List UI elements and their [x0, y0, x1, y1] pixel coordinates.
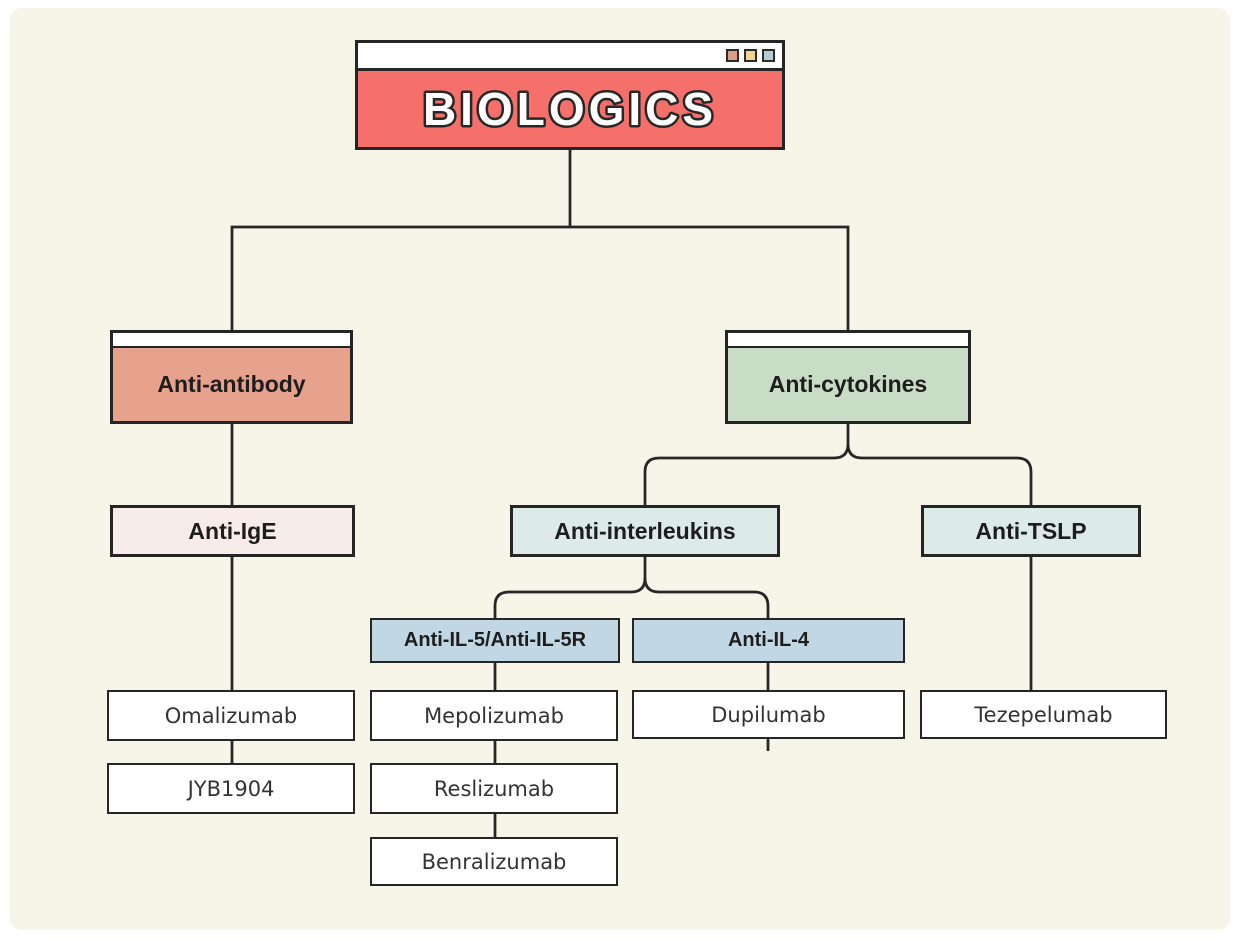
node-anti-ige: Anti-IgE [110, 505, 355, 557]
node-jyb1904: JYB1904 [107, 763, 355, 814]
node-label: Anti-TSLP [975, 517, 1087, 544]
node-label: Mepolizumab [424, 703, 564, 728]
node-biologics-title: BIOLOGICS [420, 81, 717, 138]
node-dupilumab: Dupilumab [632, 690, 905, 739]
node-omalizumab: Omalizumab [107, 690, 355, 741]
node-biologics-body: BIOLOGICS [358, 71, 782, 147]
node-mepolizumab: Mepolizumab [370, 690, 618, 741]
node-label: Omalizumab [164, 703, 298, 728]
window-button-yellow-icon [744, 49, 757, 62]
node-minibar [113, 333, 350, 348]
window-button-blue-icon [762, 49, 775, 62]
node-label: Tezepelumab [974, 702, 1113, 727]
window-titlebar [358, 43, 782, 71]
node-tezepelumab: Tezepelumab [920, 690, 1167, 739]
node-label: Benralizumab [421, 849, 567, 874]
node-label: Anti-cytokines [768, 371, 928, 397]
node-reslizumab: Reslizumab [370, 763, 618, 814]
window-button-salmon-icon [726, 49, 739, 62]
node-anti-interleukins: Anti-interleukins [510, 505, 780, 557]
node-label: JYB1904 [187, 776, 275, 801]
node-label: Anti-IL-4 [727, 629, 810, 651]
node-anti-tslp: Anti-TSLP [921, 505, 1141, 557]
node-minibar [728, 333, 968, 348]
node-label: Anti-interleukins [554, 517, 736, 544]
node-label: BIOLOGICS [423, 83, 717, 135]
node-label: Anti-antibody [157, 371, 306, 397]
node-anti-il4: Anti-IL-4 [632, 618, 905, 663]
node-label: Anti-IgE [188, 517, 277, 544]
node-anti-il5-anti-il5r: Anti-IL-5/Anti-IL-5R [370, 618, 620, 663]
node-benralizumab: Benralizumab [370, 837, 618, 886]
node-anti-cytokines: Anti-cytokines [725, 330, 971, 424]
node-biologics: BIOLOGICS [355, 40, 785, 150]
node-anti-antibody: Anti-antibody [110, 330, 353, 424]
node-label: Anti-IL-5/Anti-IL-5R [403, 629, 587, 651]
node-label: Dupilumab [711, 702, 826, 727]
node-label: Reslizumab [433, 776, 555, 801]
